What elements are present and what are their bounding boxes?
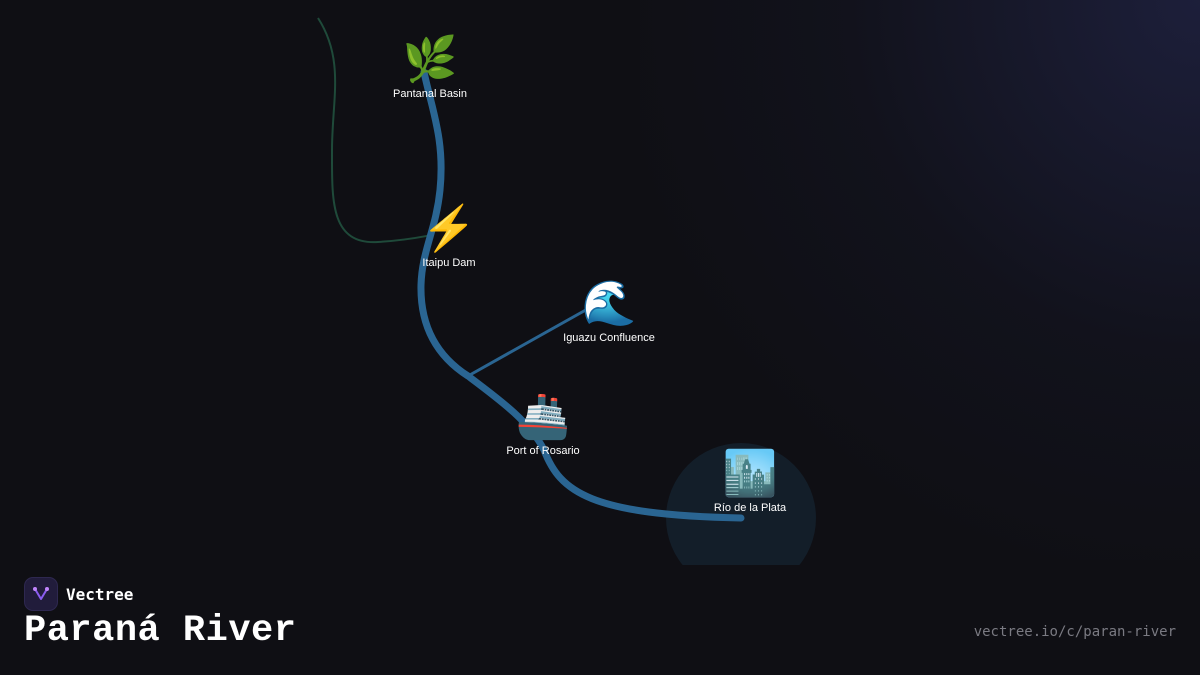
vectree-logo-icon <box>24 577 58 611</box>
node-port-of-rosario[interactable]: 🚢 Port of Rosario <box>506 391 579 457</box>
page-title: Paraná River <box>24 610 297 652</box>
page-url[interactable]: vectree.io/c/paran-river <box>973 624 1176 640</box>
iguazu-branch-path <box>467 300 601 378</box>
leaf-icon: 🌿 <box>402 35 458 84</box>
plata-highlight-circle <box>666 443 816 565</box>
lightning-icon: ⚡ <box>421 204 477 253</box>
brand-name: Vectree <box>66 584 134 604</box>
brand[interactable]: Vectree <box>24 577 133 611</box>
main-river-path <box>417 68 745 522</box>
node-label: Port of Rosario <box>506 445 580 457</box>
node-itaipu-dam[interactable]: ⚡ Itaipu Dam <box>422 203 477 269</box>
node-label: Itaipu Dam <box>422 257 476 269</box>
node-label: Pantanal Basin <box>393 88 467 100</box>
node-label: Iguazu Confluence <box>563 332 655 344</box>
node-rio-de-la-plata[interactable]: 🏙️ Río de la Plata <box>714 448 786 514</box>
node-iguazu-confluence[interactable]: 🌊 Iguazu Confluence <box>563 278 655 344</box>
node-label: Río de la Plata <box>713 502 787 514</box>
wave-icon: 🌊 <box>581 279 637 328</box>
tributary-path <box>317 17 433 244</box>
node-pantanal-basin[interactable]: 🌿 Pantanal Basin <box>393 34 467 100</box>
ship-icon: 🚢 <box>515 392 571 441</box>
city-icon: 🏙️ <box>722 449 778 498</box>
